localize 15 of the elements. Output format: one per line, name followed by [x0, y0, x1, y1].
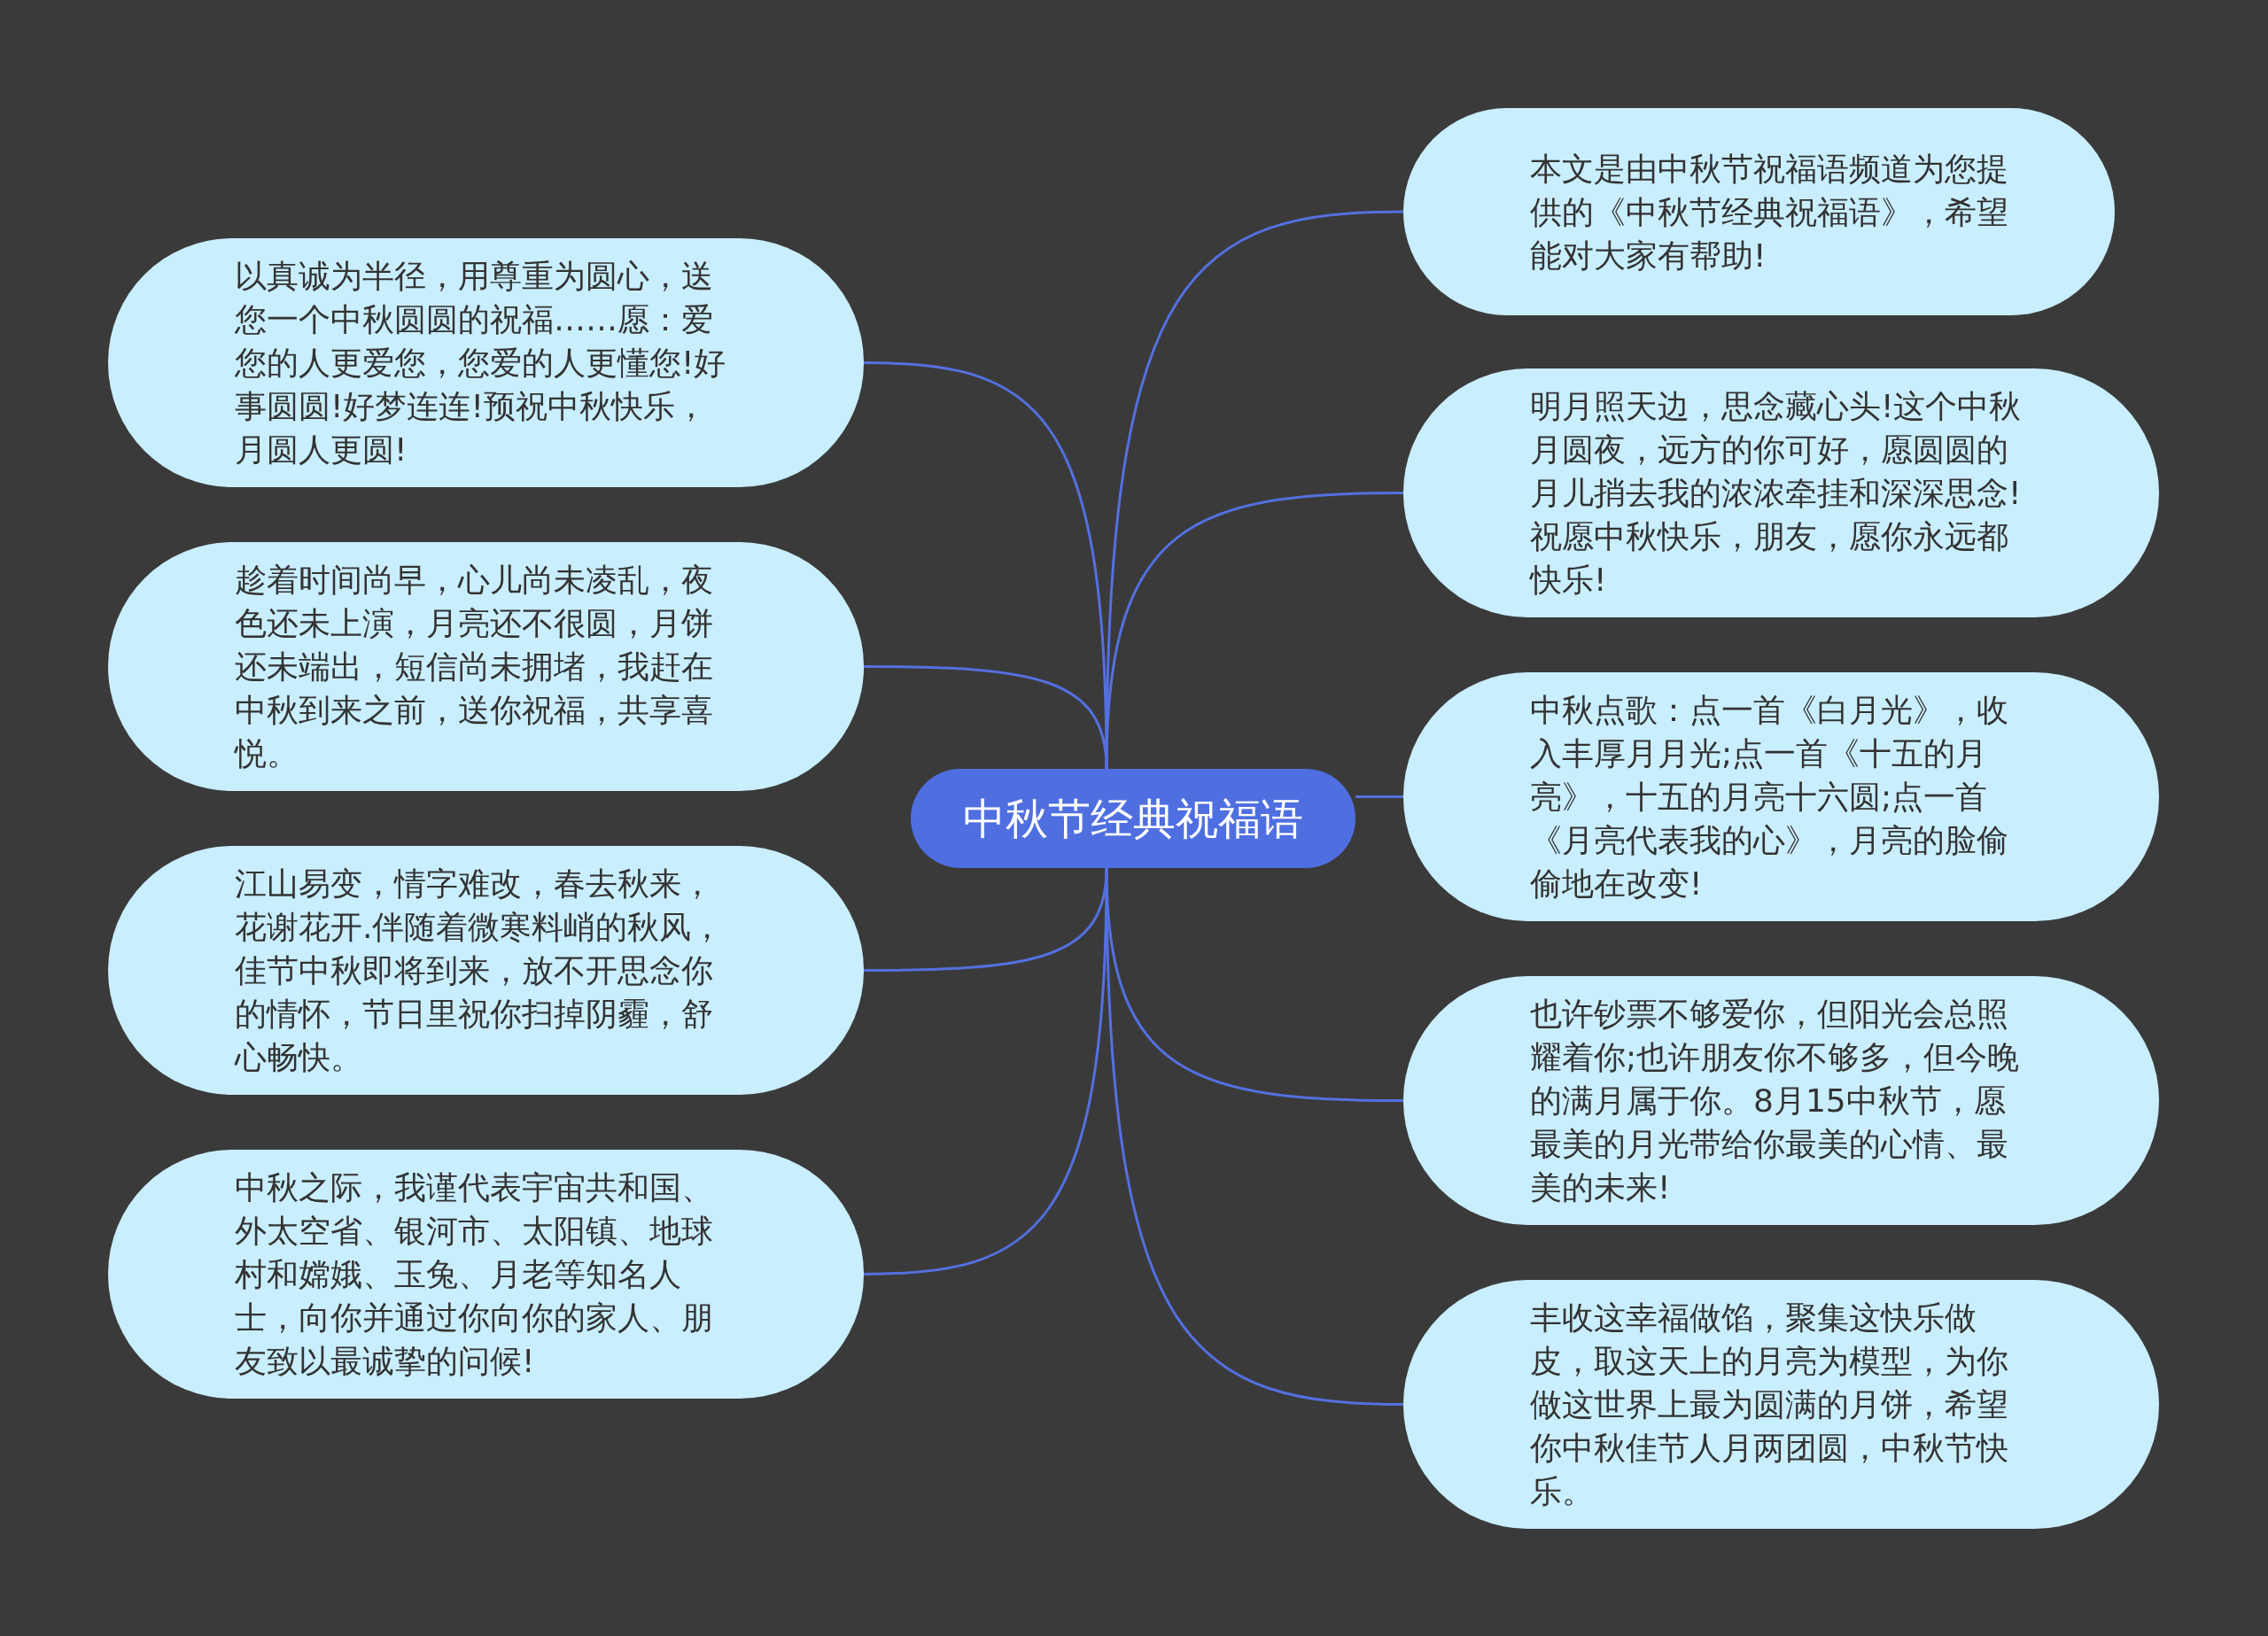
blessing-bubble: 中秋点歌：点一首《白月光》，收入丰厚月月光;点一首《十五的月亮》，十五的月亮十六圆;点一首《月亮代表我的心》，月亮的脸偷偷地在改变!: [1403, 672, 2159, 921]
blessing-bubble: 以真诚为半径，用尊重为圆心，送您一个中秋圆圆的祝福……愿：爱您的人更爱您，您爱的人更懂您!好事圆圆!好梦连连!预祝中秋快乐，月圆人更圆!: [108, 238, 864, 487]
blessing-bubble: 也许钞票不够爱你，但阳光会总照耀着你;也许朋友你不够多，但今晚的满月属于你。8月15中秋节，愿最美的月光带给你最美的心情、最美的未来!: [1403, 976, 2159, 1225]
connector-line: [1105, 867, 1404, 1406]
blessing-bubble: 江山易变，情字难改，春去秋来，花谢花开.伴随着微寒料峭的秋风，佳节中秋即将到来，放不开思念你的情怀，节日里祝你扫掉阴霾，舒心畅快。: [108, 846, 864, 1095]
blessing-bubble: 丰收这幸福做馅，聚集这快乐做皮，取这天上的月亮为模型，为你做这世界上最为圆满的月饼，希望你中秋佳节人月两团圆，中秋节快乐。: [1403, 1280, 2159, 1529]
blessing-bubble: 本文是由中秋节祝福语频道为您提供的《中秋节经典祝福语》，希望能对大家有帮助!: [1403, 108, 2115, 315]
connector-line: [1105, 492, 1404, 770]
connector-line: [1355, 795, 1403, 798]
connector-line: [863, 867, 1108, 1275]
central-topic: 中秋节经典祝福语: [911, 769, 1355, 868]
blessing-bubble: 明月照天边，思念藏心头!这个中秋月圆夜，远方的你可好，愿圆圆的月儿捎去我的浓浓牵挂和深深思念!祝愿中秋快乐，朋友，愿你永远都快乐!: [1403, 368, 2159, 617]
connector-line: [1105, 210, 1404, 770]
blessing-bubble: 趁着时间尚早，心儿尚未凌乱，夜色还未上演，月亮还不很圆，月饼还未端出，短信尚未拥堵，我赶在中秋到来之前，送你祝福，共享喜悦。: [108, 542, 864, 791]
blessing-bubble: 中秋之际，我谨代表宇宙共和国、外太空省、银河市、太阳镇、地球村和嫦娥、玉兔、月老等知名人士，向你并通过你向你的家人、朋友致以最诚挚的问候!: [108, 1150, 864, 1399]
